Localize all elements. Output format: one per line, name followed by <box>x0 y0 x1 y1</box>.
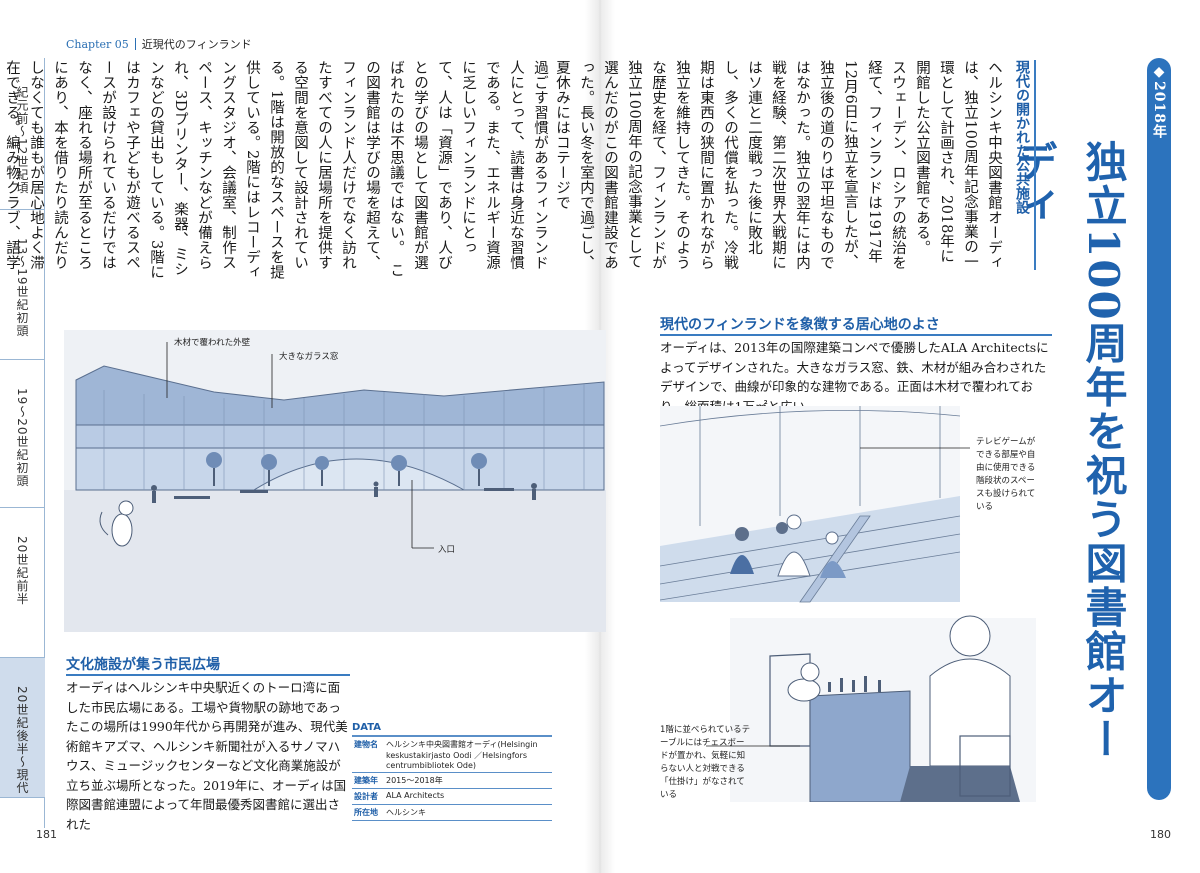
era-item-active[interactable]: 20世紀後半〜現代 <box>0 658 45 798</box>
plaza-heading: 文化施設が集う市民広場 <box>66 657 220 673</box>
callout-wood-wall: 木材で覆われた外壁 <box>174 338 251 348</box>
page-title: 独立100周年を祝う図書館オーディ <box>1009 140 1128 762</box>
era-item[interactable]: 19〜20世紀初頭 <box>0 360 45 508</box>
finland-text: オーディは、2013年の国際建築コンペで優勝したALA Architectsによ… <box>660 340 1049 414</box>
callout-chess-table: 1階に並べられているテーブルにはチェスボードが置かれ、気軽に知らない人と対戦でき… <box>660 725 751 800</box>
left-body-text: 過ごす習慣があるフィンランド人にとって、読書は身近な習慣である。また、エネルギー… <box>4 60 548 280</box>
callout-glass-window: 大きなガラス窓 <box>279 352 339 362</box>
plaza-text: オーディはヘルシンキ中央駅近くのトーロ湾に面した市民広場にある。工場や貨物駅の跡… <box>66 680 348 832</box>
page-number-left: 181 <box>36 828 57 841</box>
section-heading: 現代の開かれた公共施設 <box>1012 60 1036 270</box>
right-body-text: ヘルシンキ中央図書館オーディは、独立100周年記念事業の一環として計画され、20… <box>554 60 1002 270</box>
header-divider <box>134 38 136 50</box>
era-item[interactable]: 20世紀前半 <box>0 508 45 658</box>
chapter-number: Chapter 05 <box>66 37 129 51</box>
callout-game-room: テレビゲームができる部屋や自由に使用できる階段状のスペースも設けられている <box>976 437 1036 512</box>
exterior-drawing <box>64 330 606 632</box>
table-row: 建物名ヘルシンキ中央図書館オーディ(Helsingin keskustakirj… <box>352 735 552 773</box>
finland-heading: 現代のフィンランドを象徴する居心地のよさ <box>660 317 940 333</box>
interior-drawing <box>659 406 1036 803</box>
callout-entrance: 入口 <box>438 545 456 555</box>
chapter-header: Chapter 05 近現代のフィンランド <box>66 36 252 52</box>
era-timeline: 紀元前〜12世紀頃 13〜19世紀初頭 19〜20世紀初頭 20世紀前半 20世… <box>0 58 45 828</box>
era-item[interactable]: 13〜19世紀初頭 <box>0 210 45 360</box>
plaza-heading-underline <box>66 674 350 676</box>
year-tab: ◆2018年 <box>1147 58 1171 800</box>
chapter-title: 近現代のフィンランド <box>141 38 252 51</box>
finland-heading-underline <box>660 334 1052 336</box>
year-tab-label: ◆2018年 <box>1151 64 1167 139</box>
library-exterior-illustration: 木材で覆われた外壁 大きなガラス窓 入口 <box>64 330 606 632</box>
library-interior-illustration: テレビゲームができる部屋や自由に使用できる階段状のスペースも設けられている 1階… <box>659 406 1036 803</box>
data-label: DATA <box>352 722 382 733</box>
era-item[interactable]: 紀元前〜12世紀頃 <box>0 58 45 210</box>
data-table: 建物名ヘルシンキ中央図書館オーディ(Helsingin keskustakirj… <box>352 735 552 821</box>
page-number-right: 180 <box>1150 828 1171 841</box>
data-box: DATA 建物名ヘルシンキ中央図書館オーディ(Helsingin keskust… <box>352 722 552 821</box>
table-row: 所在地ヘルシンキ <box>352 804 552 821</box>
